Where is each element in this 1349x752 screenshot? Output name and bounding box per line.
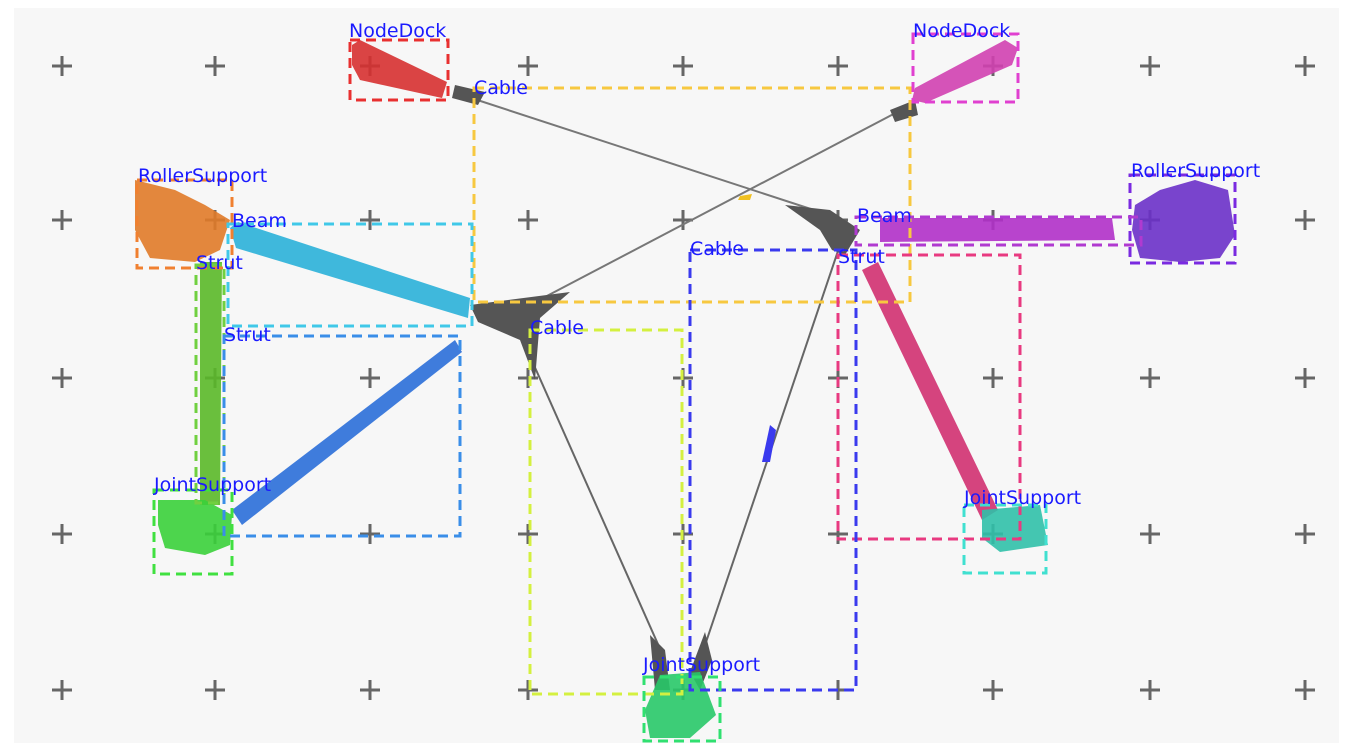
peg-marker (1140, 56, 1160, 76)
cable-line-left-down (524, 344, 666, 661)
peg-marker (1295, 210, 1315, 230)
label-jointsupport-right: JointSupport (963, 487, 1081, 509)
jointsupport-bottom-shape (645, 672, 716, 738)
strut-right-box (836, 253, 1022, 541)
peg-marker (1295, 368, 1315, 388)
peg-marker (52, 680, 72, 700)
peg-marker (360, 368, 380, 388)
connector-top-left (452, 85, 485, 105)
rollersupport-left-box (135, 178, 234, 270)
peg-marker (1140, 524, 1160, 544)
label-nodedock-right: NodeDock (913, 20, 1010, 42)
label-rollersupport-left: RollerSupport (138, 165, 267, 187)
structure-members (452, 85, 918, 690)
strut-diagonal-box (222, 334, 462, 538)
cable-center-box (528, 328, 684, 696)
peg-marker (518, 524, 538, 544)
peg-marker (518, 210, 538, 230)
jointsupport-left-box (152, 488, 234, 576)
label-cable-right: Cable (690, 238, 744, 260)
strut-vertical-shape (200, 262, 222, 505)
label-jointsupport-left: JointSupport (153, 474, 271, 496)
rollersupport-left-shape (135, 180, 230, 262)
cable-right-box (688, 248, 858, 692)
jointsupport-right-box (962, 503, 1048, 575)
part-labels: NodeDock NodeDock Cable RollerSupport Ro… (138, 20, 1260, 676)
peg-marker (1295, 524, 1315, 544)
peg-marker (1140, 368, 1160, 388)
beam-left-box (226, 222, 474, 328)
strut-right-shape (862, 262, 998, 520)
beam-right-shape (880, 218, 1115, 242)
rollersupport-right-box (1128, 173, 1237, 265)
label-nodedock-left: NodeDock (349, 20, 446, 42)
peg-marker (360, 680, 380, 700)
label-cable-center: Cable (530, 317, 584, 339)
label-strut-diagonal: Strut (224, 324, 271, 346)
peg-marker (518, 680, 538, 700)
peg-marker (52, 56, 72, 76)
board (14, 8, 1339, 743)
peg-marker (52, 368, 72, 388)
strut-diagonal-shape (232, 340, 462, 525)
peg-marker (205, 680, 225, 700)
peg-marker (828, 56, 848, 76)
nodedock-right-box (911, 32, 1020, 104)
peg-marker (1140, 680, 1160, 700)
bounding-boxes (135, 32, 1237, 743)
peg-marker (52, 210, 72, 230)
nodedock-right-shape (912, 40, 1018, 103)
label-jointsupport-bottom: JointSupport (642, 654, 760, 676)
peg-marker (983, 368, 1003, 388)
label-strut-vertical: Strut (196, 252, 243, 274)
jointsupport-bottom-box (642, 675, 722, 743)
label-beam-right: Beam (857, 205, 912, 227)
cable-marker (738, 194, 752, 200)
peg-marker (360, 524, 380, 544)
peg-marker (1295, 680, 1315, 700)
label-beam-left: Beam (232, 210, 287, 232)
label-rollersupport-right: RollerSupport (1131, 160, 1260, 182)
peg-marker (1295, 56, 1315, 76)
peg-marker (52, 524, 72, 544)
beam-right-box (854, 215, 1143, 247)
cable-segment-highlight (762, 425, 776, 462)
rollersupport-right-shape (1132, 180, 1235, 262)
label-cable-top: Cable (474, 77, 528, 99)
peg-marker (518, 56, 538, 76)
nodedock-left-shape (352, 40, 447, 98)
cable-top-box (472, 86, 912, 304)
peg-marker (360, 210, 380, 230)
cable-line-cross-diagonal (504, 107, 906, 319)
cable-line-top-diagonal (461, 94, 821, 213)
central-hub-right (785, 205, 860, 255)
peg-marker (983, 680, 1003, 700)
peg-marker (205, 56, 225, 76)
jointsupport-left-shape (158, 500, 232, 555)
jointsupport-right-shape (982, 505, 1048, 552)
nodedock-left-box (348, 38, 450, 102)
central-hub-left (470, 292, 570, 380)
beam-left-shape (230, 222, 470, 318)
label-strut-right: Strut (838, 246, 885, 268)
peg-marker (673, 56, 693, 76)
